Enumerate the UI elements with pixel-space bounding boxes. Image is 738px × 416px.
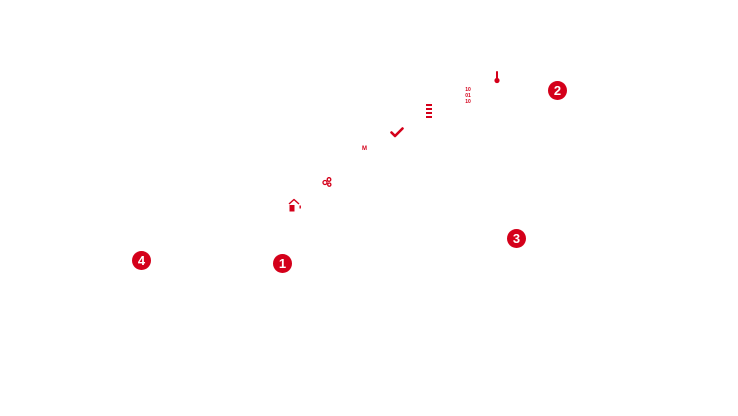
- binary-code-icon: 10 01 10: [462, 87, 474, 105]
- callout-4: 4: [132, 251, 151, 270]
- callout-2: 2: [548, 81, 567, 100]
- binary-line-1: 10: [465, 87, 471, 93]
- gears-icon: [322, 177, 332, 187]
- binary-line-2: 01: [465, 93, 471, 99]
- level-bars-icon: [426, 104, 432, 118]
- letter-m-icon: M: [362, 146, 367, 152]
- thermometer-icon: [494, 71, 500, 84]
- checkmark-icon: [390, 127, 404, 138]
- callout-3: 3: [507, 229, 526, 248]
- callout-1: 1: [273, 254, 292, 273]
- binary-line-3: 10: [465, 99, 471, 105]
- house-icon: [288, 198, 301, 212]
